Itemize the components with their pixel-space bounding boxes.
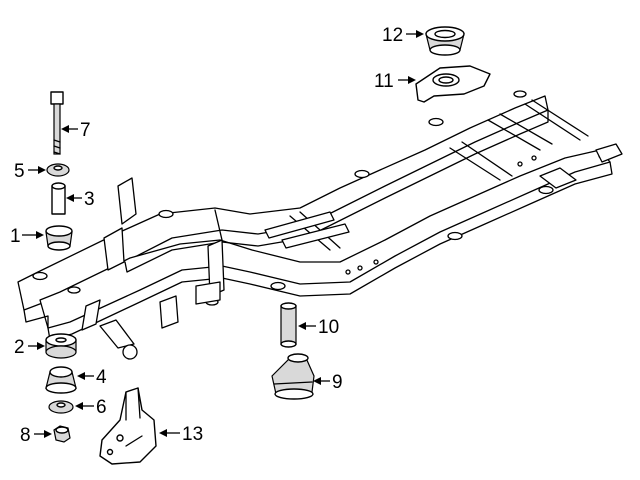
nut-part bbox=[53, 425, 71, 443]
callout-label-11: 11 bbox=[374, 71, 394, 92]
callout-6: 6 bbox=[75, 397, 107, 418]
callout-label-9: 9 bbox=[332, 372, 343, 393]
callout-label-8: 8 bbox=[20, 425, 31, 446]
upper-cushion-part bbox=[425, 26, 465, 56]
callout-3: 3 bbox=[66, 189, 95, 210]
retainer-washer-part bbox=[48, 400, 74, 414]
callout-label-3: 3 bbox=[84, 189, 95, 210]
callout-2: 2 bbox=[14, 337, 45, 358]
callout-13: 13 bbox=[159, 424, 203, 445]
lower-insulator-part bbox=[45, 366, 77, 394]
callout-5: 5 bbox=[14, 161, 46, 182]
callout-label-13: 13 bbox=[182, 424, 203, 445]
callout-label-12: 12 bbox=[382, 25, 403, 46]
callout-9: 9 bbox=[313, 372, 343, 393]
vehicle-frame bbox=[17, 90, 623, 360]
callout-label-10: 10 bbox=[318, 317, 339, 338]
lower-cushion-part bbox=[45, 333, 77, 359]
body-mount-part bbox=[271, 353, 315, 400]
callout-label-5: 5 bbox=[14, 161, 25, 182]
spacer-part bbox=[280, 302, 297, 348]
callout-1: 1 bbox=[10, 226, 44, 247]
callout-label-4: 4 bbox=[96, 367, 107, 388]
frame-bracket-part bbox=[99, 387, 157, 465]
callout-4: 4 bbox=[77, 367, 107, 388]
callout-8: 8 bbox=[20, 425, 52, 446]
callout-12: 12 bbox=[382, 25, 424, 46]
callout-11: 11 bbox=[374, 71, 416, 92]
sleeve-part bbox=[51, 182, 66, 215]
callout-label-2: 2 bbox=[14, 337, 25, 358]
callout-label-6: 6 bbox=[96, 397, 107, 418]
callout-label-1: 1 bbox=[10, 226, 21, 247]
mount-bracket-part bbox=[415, 65, 491, 103]
callout-label-7: 7 bbox=[80, 120, 91, 141]
callout-10: 10 bbox=[298, 317, 339, 338]
callout-7: 7 bbox=[61, 120, 91, 141]
bushing-part bbox=[45, 225, 73, 251]
bolt-part bbox=[50, 91, 64, 155]
washer-part bbox=[46, 163, 70, 177]
